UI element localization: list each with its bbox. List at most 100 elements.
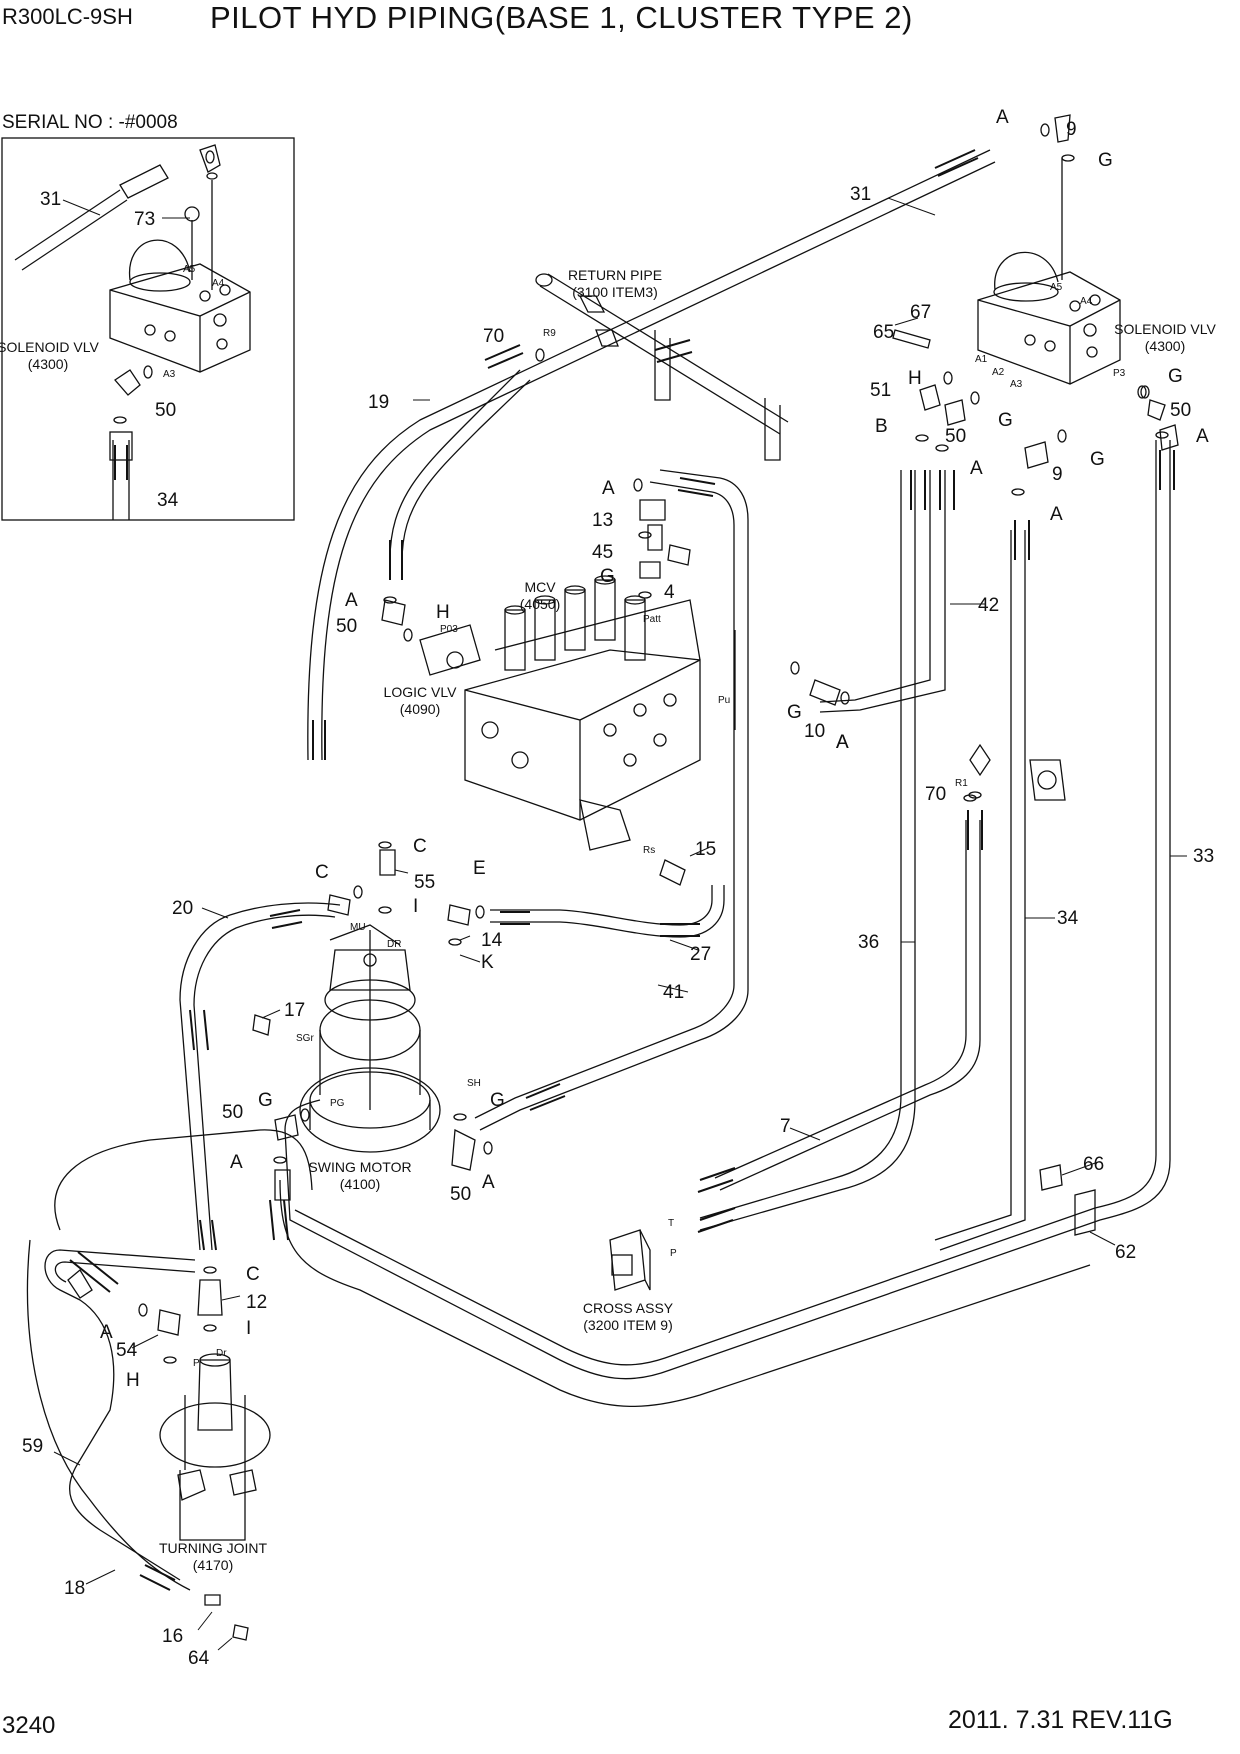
callout-45: 45 [592,542,613,563]
serial-number: SERIAL NO : -#0008 [2,112,178,133]
callout-36: 36 [858,932,879,953]
callout-41: 41 [663,982,684,1003]
callout-70-right: 70 [925,784,946,805]
letter-c-12: C [246,1264,260,1285]
callout-20: 20 [172,898,193,919]
bracket-62 [1074,1189,1096,1236]
letter-a-9: A [1050,504,1063,525]
mcv-ref: (4050) [520,596,560,612]
port-sgr: SGr [296,1033,314,1044]
letter-g-top: G [1098,150,1113,171]
callout-9-top: 9 [1066,119,1077,140]
inset-elbow-50 [114,369,141,396]
letter-a-42: A [836,732,849,753]
main-control-valve [464,575,736,851]
letter-a-top: A [996,107,1009,128]
callout-50-inset: 50 [155,400,176,421]
hose-41 [474,469,749,1131]
callout-10: 10 [804,721,825,742]
letter-a-bottom: A [482,1172,495,1193]
callout-34: 34 [1057,908,1079,929]
callout-17: 17 [284,1000,305,1021]
port-a2: A2 [992,367,1005,378]
hose-7 [714,820,981,1191]
callout-18: 18 [64,1578,85,1599]
return-pipe-ref: (3100 ITEM3) [572,284,658,300]
port-p-cross: P [670,1248,677,1259]
detail-inset-frame [1,137,295,521]
port-a5-inset: A5 [183,264,196,275]
callout-59: 59 [22,1436,43,1457]
port-p03: P03 [440,624,458,635]
letter-a-right: A [1196,426,1209,447]
hose-crimp-ends [69,149,1175,1591]
callout-33: 33 [1193,846,1214,867]
hose-42 [819,470,946,713]
callout-16: 16 [162,1626,183,1647]
solenoid-valve-label: SOLENOID VLV [1114,321,1216,337]
port-r9: R9 [543,328,556,339]
callout-54: 54 [116,1340,138,1361]
callout-15: 15 [695,839,716,860]
letter-b: B [875,416,888,437]
callout-50-right: 50 [1170,400,1191,421]
callout-34-inset: 34 [157,490,179,511]
port-t: T [668,1218,674,1229]
hose-31 [307,149,991,761]
callout-62: 62 [1115,1242,1136,1263]
port-pg: PG [330,1098,345,1109]
callout-14: 14 [481,930,503,951]
callout-50-swing: 50 [222,1102,243,1123]
letter-a-logic: A [345,590,358,611]
swing-motor-label: SWING MOTOR [308,1159,411,1175]
pipe-flange [1029,759,1066,801]
swing-motor-ref: (4100) [340,1176,380,1192]
letter-g-swing: G [258,1090,273,1111]
letter-g-50: G [998,410,1013,431]
callout-64: 64 [188,1648,210,1669]
port-labels: A5 A4 A3 A5 A4 A1 A2 A3 P3 R9 P03 Patt P… [163,264,1126,1369]
callout-50-valve: 50 [945,426,966,447]
port-mu: MU [350,922,366,933]
port-a1: A1 [975,354,988,365]
fittings [67,114,1179,1641]
letter-c-mid: C [413,836,427,857]
port-a4-inset: A4 [212,278,225,289]
hose-loop [54,1129,313,1231]
callout-55: 55 [414,872,435,893]
callout-50-bottom: 50 [450,1184,471,1205]
callout-7: 7 [780,1116,791,1137]
letter-a-10: A [836,732,849,753]
o-rings [113,123,1169,1364]
port-a3-inset: A3 [163,369,176,380]
callout-65: 65 [873,322,894,343]
port-r1: R1 [955,778,968,789]
letter-i-55: I [413,896,418,917]
callout-73: 73 [134,209,155,230]
port-a3: A3 [1010,379,1023,390]
solenoid-valve [977,251,1121,385]
inset-solenoid-valve-label: SOLENOID VLV [0,339,99,355]
logic-valve-label: LOGIC VLV [384,684,458,700]
port-dr-joint: Dr [216,1348,227,1359]
inset-hose-end [109,431,133,461]
cross-assy-label: CROSS ASSY [583,1300,674,1316]
port-p3: P3 [1113,368,1126,379]
port-p-joint: P [193,1358,200,1369]
letter-a-mid: A [970,458,983,479]
callout-70-top: 70 [483,326,504,347]
revision-date: 2011. 7.31 REV.11G [948,1706,1173,1734]
inset-solenoid-valve [109,239,251,373]
hose-36 [699,470,916,1231]
letter-a-swing: A [230,1152,243,1173]
solenoid-valve-ref: (4300) [1145,338,1185,354]
component-labels: RETURN PIPE (3100 ITEM3) SOLENOID VLV (4… [0,267,1216,1573]
turning-joint-label: TURNING JOINT [159,1540,268,1556]
letter-g-p3: G [1168,366,1183,387]
letter-k: K [481,952,494,973]
callout-51: 51 [870,380,891,401]
leader-lines [53,197,1187,1651]
connection-letter-labels: A G G H G B A G A A A A G A H A G C C I … [100,107,1209,1391]
return-pipe [535,273,789,461]
